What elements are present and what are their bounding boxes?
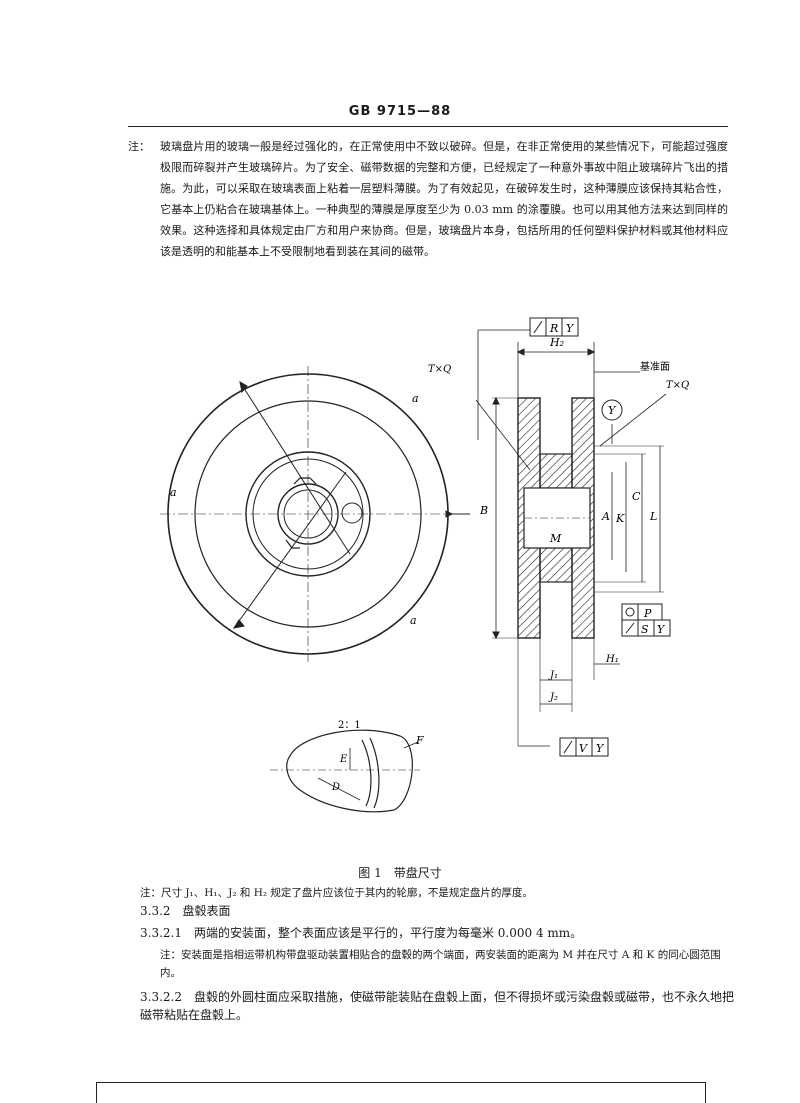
tol-bottom-y: Y xyxy=(596,742,605,755)
tol-top-r: R xyxy=(549,322,558,335)
label-a-upper: a xyxy=(412,392,419,405)
tol-mid-s: S xyxy=(641,623,649,636)
note-text: 玻璃盘片用的玻璃一般是经过强化的，在正常使用中不致以破碎。但是，在非正常使用的某… xyxy=(160,140,728,258)
reel-section-view xyxy=(475,329,667,747)
top-note: 注： 玻璃盘片用的玻璃一般是经过强化的，在正常使用中不致以破碎。但是，在非正常使… xyxy=(128,136,728,262)
header-rule xyxy=(128,126,728,127)
key-notch-bottom xyxy=(285,539,300,549)
tolerance-frame-top xyxy=(529,317,579,337)
label-b: B xyxy=(479,504,488,517)
tol-top-y: Y xyxy=(566,322,575,335)
label-datum-plane: 基准面 xyxy=(640,360,670,373)
reel-dimension-figure: a a a xyxy=(160,317,689,813)
label-d: D xyxy=(331,782,340,793)
datum-y-circle xyxy=(601,399,623,421)
para-3322: 3.3.2.2 盘毂的外圆柱面应采取措施，使磁带能装贴在盘毂上面，但不得损坏或污… xyxy=(140,990,734,1022)
note-label: 注： xyxy=(128,140,150,153)
drive-slot-circle xyxy=(341,502,363,524)
hub-upper xyxy=(539,453,573,489)
label-c: C xyxy=(632,490,641,503)
footer-box xyxy=(96,1082,706,1103)
figure-caption: 图 1 带盘尺寸 xyxy=(358,866,442,880)
label-e: E xyxy=(339,754,348,765)
label-k: K xyxy=(615,512,625,525)
figure-note: 注：尺寸 J₁、H₁、J₂ 和 H₂ 规定了盘片应该位于其内的轮廓，不是规定盘片… xyxy=(140,887,533,899)
label-a-dim: A xyxy=(601,510,610,523)
tol-mid-p: P xyxy=(643,607,652,620)
hub-lower xyxy=(539,547,573,583)
tolerance-frame-mid xyxy=(621,603,671,637)
label-a-left: a xyxy=(170,486,177,499)
label-j2: J₂ xyxy=(548,692,558,703)
section-heading-332: 3.3.2 盘毂表面 xyxy=(140,904,231,918)
reel-front-view xyxy=(160,366,470,662)
label-j1: J₁ xyxy=(548,670,558,681)
para-3321: 3.3.2.1 两端的安装面，整个表面应该是平行的，平行度为每毫米 0.000 … xyxy=(140,926,583,940)
datum-y: Y xyxy=(608,404,617,417)
tol-bottom-v: V xyxy=(579,742,588,755)
tol-mid-y: Y xyxy=(657,623,666,636)
label-txq-right: T×Q xyxy=(666,380,689,391)
label-h1: H₁ xyxy=(605,654,619,665)
label-f: F xyxy=(415,734,424,747)
label-a-lower: a xyxy=(410,614,417,627)
label-txq-left: T×Q xyxy=(428,364,451,375)
detail-view xyxy=(270,729,420,813)
note-3321: 注：安装面是指相运带机构带盘驱动装置相贴合的盘毂的两个端面，两安装面的距离为 M… xyxy=(160,949,721,979)
label-m: M xyxy=(549,532,562,545)
tolerance-frame-bottom xyxy=(559,737,609,757)
label-l: L xyxy=(649,510,657,523)
label-h2: H₂ xyxy=(549,336,564,349)
standard-header: GB 9715—88 xyxy=(348,104,452,119)
detail-scale: 2：1 xyxy=(338,720,361,731)
key-notch-top xyxy=(293,477,317,485)
